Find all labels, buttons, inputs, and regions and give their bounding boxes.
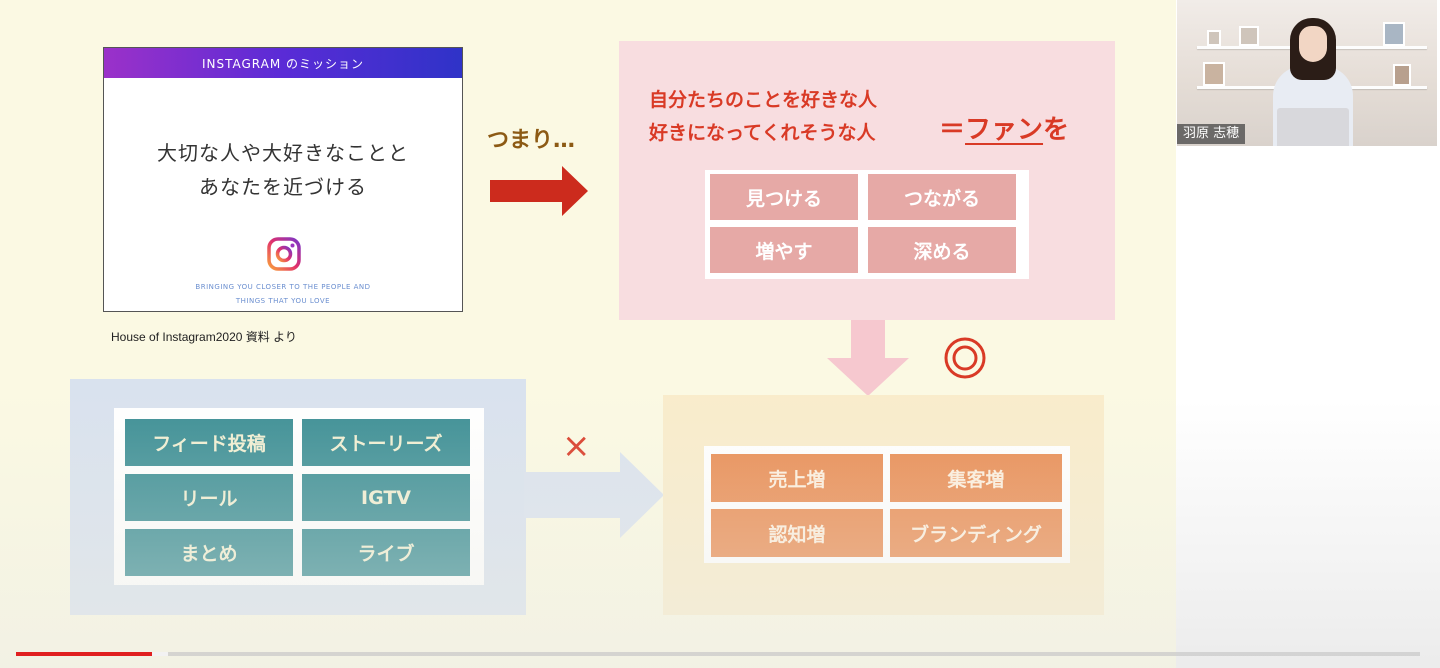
result-customer-increase: 集客増	[890, 454, 1062, 502]
right-arrow-icon	[490, 166, 588, 216]
speaker-video-tile[interactable]: 羽原 志穂	[1177, 0, 1437, 146]
source-caption: House of Instagram2020 資料 より	[111, 330, 297, 344]
instagram-icon	[267, 237, 301, 271]
mission-tagline: BRINGING YOU CLOSER TO THE PEOPLE AND TH…	[104, 280, 462, 308]
feature-reels: リール	[125, 474, 293, 521]
results-grid: 売上増 集客増 認知増 ブランディング	[704, 446, 1070, 563]
feature-guides: まとめ	[125, 529, 293, 576]
fan-action-connect: つながる	[868, 174, 1016, 220]
fan-heading: ＝ファンを	[939, 109, 1069, 146]
result-awareness-increase: 認知増	[711, 509, 883, 557]
video-progress-bar[interactable]	[16, 652, 1420, 656]
instagram-features-box: フィード投稿 ストーリーズ リール IGTV まとめ ライブ	[70, 379, 526, 615]
mission-tagline-line2: THINGS THAT YOU LOVE	[235, 297, 331, 305]
mission-statement-line1: 大切な人や大好きなことと	[157, 141, 409, 165]
feature-feed-post: フィード投稿	[125, 419, 293, 466]
tsumari-label: つまり…	[487, 128, 576, 153]
fan-actions-grid: 見つける つながる 増やす 深める	[705, 170, 1029, 279]
fan-equals: ＝	[939, 115, 966, 145]
fan-word: ファン	[965, 115, 1044, 145]
speaker-face	[1299, 26, 1327, 62]
laptop-icon	[1277, 108, 1349, 146]
mission-card-header: INSTAGRAM のミッション	[104, 48, 462, 78]
down-arrow-icon	[827, 320, 909, 396]
instagram-mission-card: INSTAGRAM のミッション 大切な人や大好きなことと あなたを近づける B…	[103, 47, 463, 312]
mission-statement: 大切な人や大好きなことと あなたを近づける	[104, 136, 462, 204]
speaker-name-tag: 羽原 志穂	[1177, 124, 1246, 144]
result-branding: ブランディング	[890, 509, 1062, 557]
fan-action-find: 見つける	[710, 174, 858, 220]
shelf-frame	[1207, 30, 1221, 46]
shelf-frame	[1203, 62, 1225, 86]
shelf-frame	[1239, 26, 1259, 46]
feature-igtv: IGTV	[302, 474, 470, 521]
fan-action-deepen: 深める	[868, 227, 1016, 273]
fan-action-increase: 増やす	[710, 227, 858, 273]
participants-panel-shade	[1176, 400, 1440, 668]
double-circle-icon	[944, 337, 986, 379]
right-arrow-icon	[524, 452, 664, 538]
fan-target-box: 自分たちのことを好きな人 好きになってくれそうな人 ＝ファンを 見つける つなが…	[619, 41, 1115, 320]
shelf-frame	[1393, 64, 1411, 86]
fan-definition-line1: 自分たちのことを好きな人	[649, 89, 878, 111]
features-grid: フィード投稿 ストーリーズ リール IGTV まとめ ライブ	[114, 408, 484, 585]
mission-tagline-line1: BRINGING YOU CLOSER TO THE PEOPLE AND	[195, 283, 371, 291]
shelf-frame	[1383, 22, 1405, 46]
mission-statement-line2: あなたを近づける	[199, 175, 367, 199]
result-sales-increase: 売上増	[711, 454, 883, 502]
presentation-slide: INSTAGRAM のミッション 大切な人や大好きなことと あなたを近づける B…	[70, 41, 1115, 615]
feature-live: ライブ	[302, 529, 470, 576]
video-progress-played[interactable]	[16, 652, 153, 656]
feature-stories: ストーリーズ	[302, 419, 470, 466]
business-results-box: 売上増 集客増 認知増 ブランディング	[663, 395, 1104, 615]
fan-suffix: を	[1043, 115, 1070, 145]
fan-definition-line2: 好きになってくれそうな人	[649, 122, 876, 144]
